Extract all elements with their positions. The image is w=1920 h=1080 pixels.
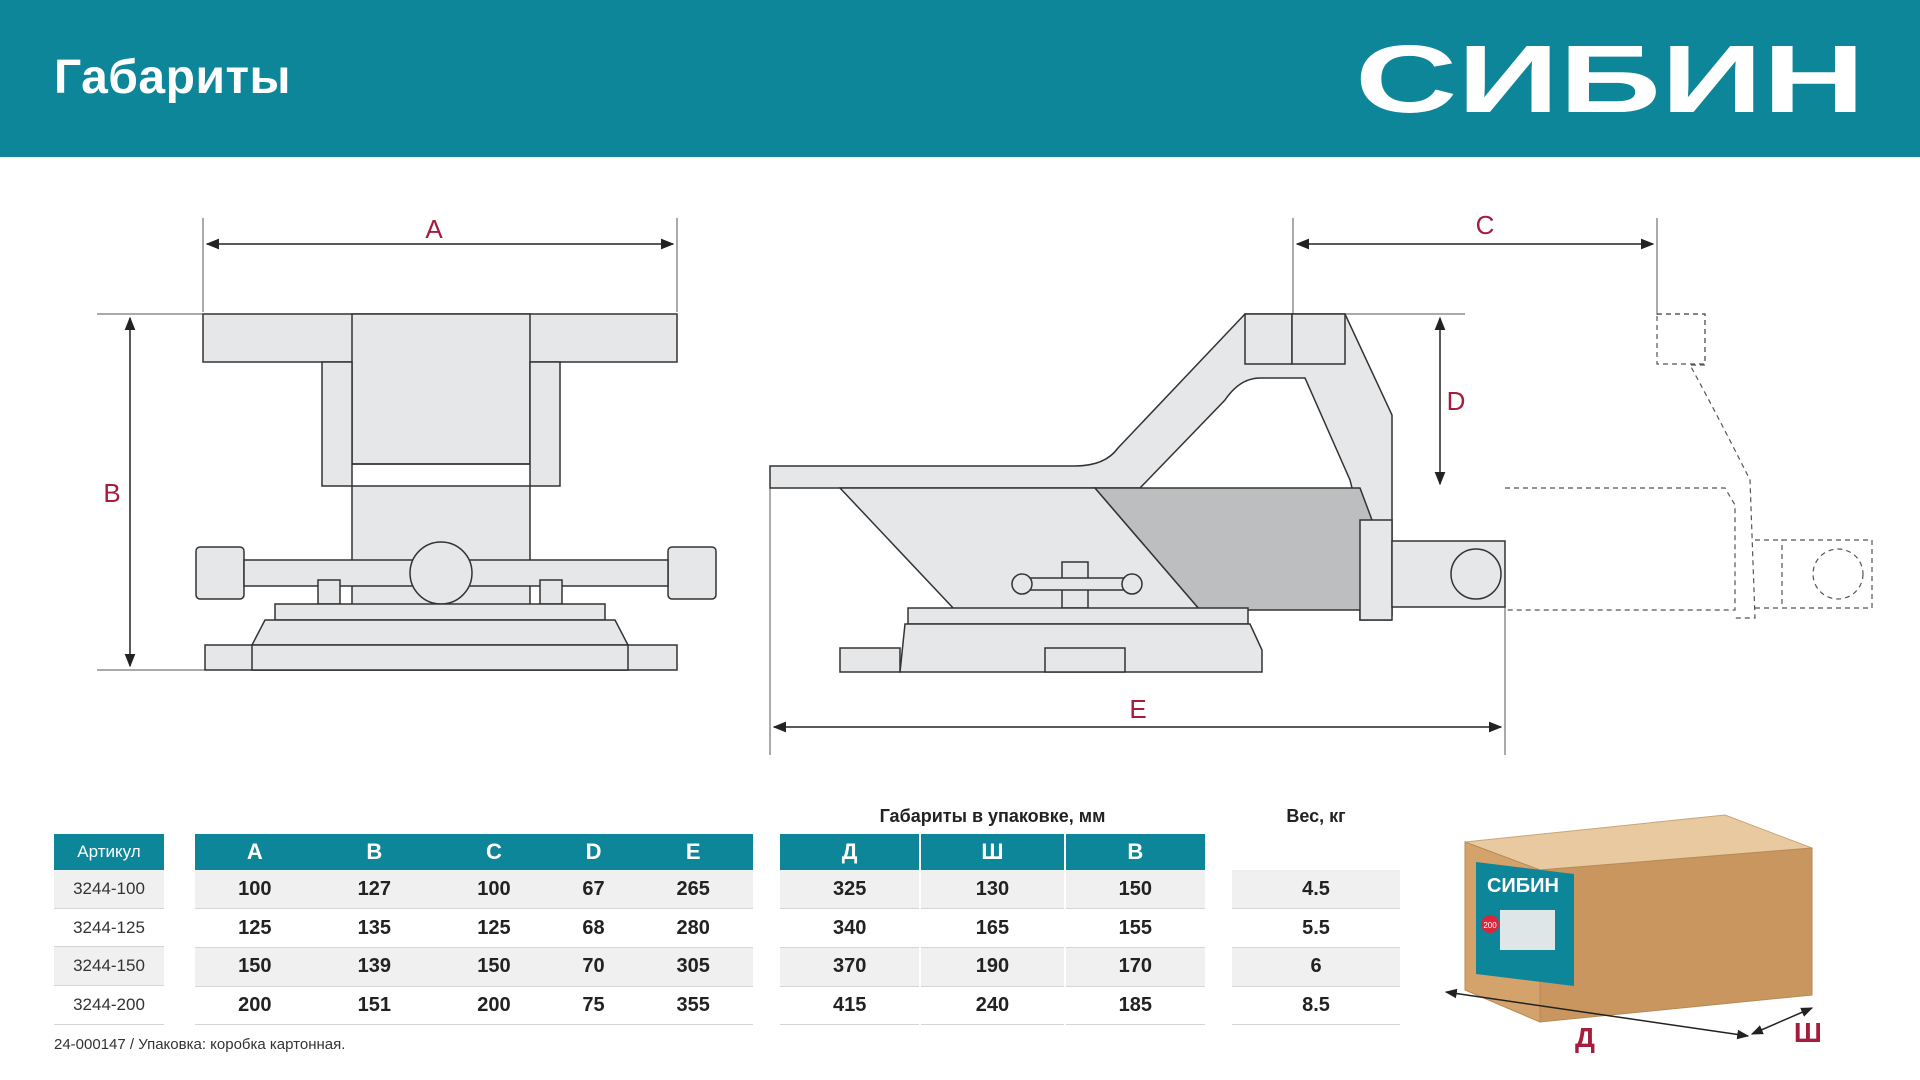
table-row: 4.5 — [1232, 870, 1400, 910]
label-e: E — [1129, 694, 1146, 724]
table-cell: 4.5 — [1232, 870, 1400, 910]
table-row: 150 139 150 70 305 — [195, 947, 753, 987]
table-cell: 70 — [553, 947, 634, 987]
table-cell: 240 — [919, 986, 1065, 1026]
table-cell: 125 — [195, 908, 315, 948]
table-cell: 415 — [780, 986, 921, 1026]
article-header: Артикул — [54, 834, 164, 870]
page-title: Габариты — [54, 51, 291, 104]
table-header-row: A B C D E — [195, 834, 753, 870]
table-cell: 139 — [314, 947, 435, 987]
table-row: 325 130 150 — [780, 870, 1205, 910]
weight-table: 4.5 5.5 6 8.5 — [1232, 870, 1400, 1026]
col-header-b: B — [314, 834, 435, 870]
table-cell: 127 — [314, 870, 435, 910]
table-cell: 100 — [434, 870, 554, 910]
front-view — [97, 218, 717, 671]
header-bar: Габариты СИБИН — [0, 0, 1920, 157]
brand-logo: СИБИН — [1355, 36, 1865, 122]
table-cell: 355 — [633, 986, 753, 1026]
table-cell: 151 — [314, 986, 435, 1026]
table-cell: 200 — [195, 986, 315, 1026]
box-label-brand: СИБИН — [1487, 875, 1559, 897]
side-view — [769, 218, 1873, 755]
table-cell: 280 — [633, 908, 753, 948]
table-header-row: Д Ш В — [780, 834, 1205, 870]
table-cell: 165 — [919, 908, 1065, 948]
box-label-product — [1500, 910, 1555, 950]
table-row: 200 151 200 75 355 — [195, 986, 753, 1026]
table-row: 8.5 — [1232, 986, 1400, 1026]
weight-table-title: Вес, кг — [1286, 806, 1346, 826]
brand-logo-text: СИБИН — [1355, 36, 1865, 122]
table-cell: 185 — [1063, 986, 1205, 1026]
table-cell: 200 — [434, 986, 554, 1026]
table-cell: 150 — [1063, 870, 1205, 910]
table-cell: 67 — [553, 870, 634, 910]
table-cell: 340 — [780, 908, 921, 948]
article-cell: 3244-150 — [54, 947, 164, 987]
col-header-d: D — [553, 834, 634, 870]
table-cell: 130 — [919, 870, 1065, 910]
article-cell: 3244-125 — [54, 909, 164, 948]
table-row: 100 127 100 67 265 — [195, 870, 753, 910]
table-row: 370 190 170 — [780, 947, 1205, 987]
pack-table-title: Габариты в упаковке, мм — [879, 806, 1106, 826]
label-d: D — [1447, 386, 1466, 416]
article-cell: 3244-200 — [54, 986, 164, 1025]
label-c: C — [1476, 210, 1495, 240]
table-cell: 8.5 — [1232, 986, 1400, 1026]
table-cell: 170 — [1063, 947, 1205, 987]
box-label-width: Ш — [1794, 1017, 1820, 1048]
article-cell: 3244-100 — [54, 870, 164, 909]
box-side-face — [1539, 847, 1813, 1023]
box-badge-text: 200 — [1483, 921, 1497, 930]
table-row: 125 135 125 68 280 — [195, 908, 753, 948]
dimensions-table: A B C D E 100 127 100 67 265 125 135 125… — [195, 834, 753, 1026]
col-header-a: A — [195, 834, 315, 870]
table-cell: 150 — [195, 947, 315, 987]
table-cell: 125 — [434, 908, 554, 948]
table-row: 340 165 155 — [780, 908, 1205, 948]
table-cell: 68 — [553, 908, 634, 948]
table-cell: 305 — [633, 947, 753, 987]
table-cell: 370 — [780, 947, 921, 987]
table-row: 5.5 — [1232, 908, 1400, 948]
box-label-length: Д — [1575, 1022, 1595, 1053]
table-row: 415 240 185 — [780, 986, 1205, 1026]
col-header-length: Д — [780, 834, 921, 870]
technical-drawing: A B — [97, 210, 1873, 755]
table-cell: 190 — [919, 947, 1065, 987]
box-label-badge — [1481, 915, 1499, 933]
col-header-height: В — [1063, 834, 1205, 870]
col-header-width: Ш — [919, 834, 1065, 870]
table-cell: 5.5 — [1232, 908, 1400, 948]
table-cell: 135 — [314, 908, 435, 948]
col-header-e: E — [633, 834, 753, 870]
table-cell: 325 — [780, 870, 921, 910]
package-box-illustration: СИБИН 200 Д Ш В — [1444, 814, 1820, 1053]
table-row: 6 — [1232, 947, 1400, 987]
label-a: A — [425, 214, 443, 244]
footnote: 24-000147 / Упаковка: коробка картонная. — [54, 1036, 346, 1053]
table-cell: 6 — [1232, 947, 1400, 987]
table-cell: 265 — [633, 870, 753, 910]
table-cell: 155 — [1063, 908, 1205, 948]
package-table: Д Ш В 325 130 150 340 165 155 370 190 17… — [780, 834, 1205, 1026]
article-column: Артикул 3244-100 3244-125 3244-150 3244-… — [54, 834, 164, 1025]
table-cell: 150 — [434, 947, 554, 987]
col-header-c: C — [434, 834, 554, 870]
table-cell: 75 — [553, 986, 634, 1026]
label-b: B — [103, 478, 120, 508]
table-cell: 100 — [195, 870, 315, 910]
